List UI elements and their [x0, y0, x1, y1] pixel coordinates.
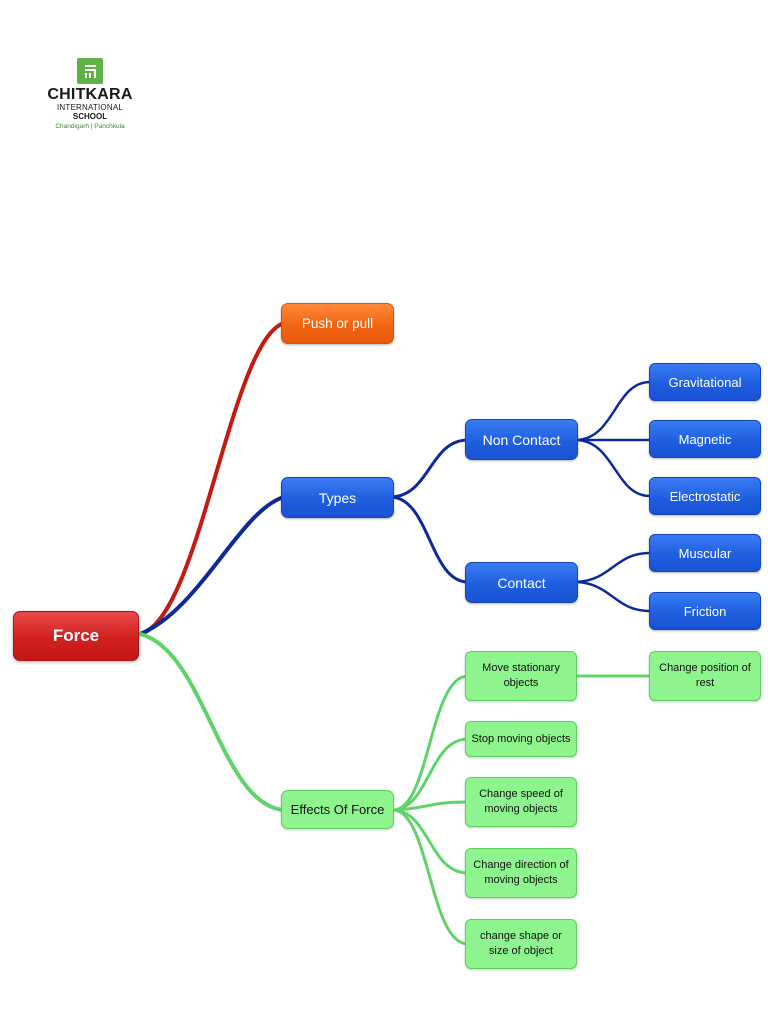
logo-location: Chandigarh | Panchkula: [55, 123, 125, 130]
node-friction[interactable]: Friction: [649, 592, 761, 630]
link-effects-item-5: [393, 808, 470, 946]
logo-mark-icon: [77, 58, 103, 84]
node-contact[interactable]: Contact: [465, 562, 578, 603]
node-change-position-of-rest[interactable]: Change position of rest: [649, 651, 761, 701]
link-contact-muscular: [575, 551, 652, 584]
node-effect-change-shape[interactable]: change shape or size of object: [465, 919, 577, 969]
node-effects-of-force[interactable]: Effects Of Force: [281, 790, 394, 829]
logo-line-1: INTERNATIONAL: [56, 103, 123, 112]
logo-name: CHITKARA: [47, 86, 133, 103]
node-gravitational[interactable]: Gravitational: [649, 363, 761, 401]
node-electrostatic[interactable]: Electrostatic: [649, 477, 761, 515]
link-types-contact: [390, 495, 470, 584]
link-effects-item-2: [393, 737, 470, 812]
link-contact-friction: [575, 580, 652, 613]
link-effects-item-4: [393, 808, 470, 875]
node-muscular[interactable]: Muscular: [649, 534, 761, 572]
link-noncontact-electrostatic: [575, 438, 652, 498]
school-logo: CHITKARA INTERNATIONAL SCHOOL Chandigarh…: [44, 58, 136, 131]
node-root-force[interactable]: Force: [13, 611, 139, 661]
node-effect-move-stationary[interactable]: Move stationary objects: [465, 651, 577, 701]
node-push-or-pull[interactable]: Push or pull: [281, 303, 394, 344]
link-noncontact-gravitational: [575, 380, 652, 442]
node-magnetic[interactable]: Magnetic: [649, 420, 761, 458]
node-effect-stop-moving[interactable]: Stop moving objects: [465, 721, 577, 757]
link-root-definition: [138, 321, 286, 636]
link-root-types: [138, 495, 286, 636]
link-types-noncontact: [390, 438, 470, 499]
link-root-effects: [138, 632, 286, 812]
node-effect-change-direction[interactable]: Change direction of moving objects: [465, 848, 577, 898]
node-effect-change-speed[interactable]: Change speed of moving objects: [465, 777, 577, 827]
link-effects-item-3: [393, 800, 470, 812]
link-effects-item-1: [393, 674, 470, 812]
node-non-contact[interactable]: Non Contact: [465, 419, 578, 460]
logo-line-2: SCHOOL: [72, 112, 108, 121]
node-types[interactable]: Types: [281, 477, 394, 518]
